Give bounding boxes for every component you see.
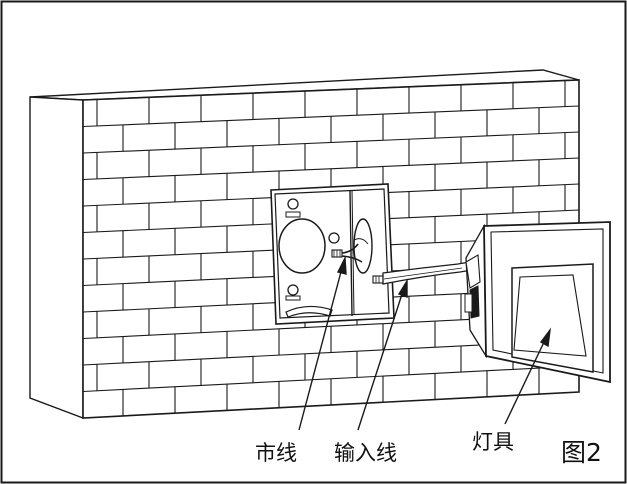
light-fixture: [464, 221, 611, 384]
figure-number: 图2: [561, 438, 602, 467]
wall-side-face: [29, 96, 84, 420]
knockout-hole: [278, 218, 326, 274]
screw-bottom: [287, 284, 299, 296]
leader-mains: [298, 267, 343, 431]
label-input-wire: 输入线: [334, 441, 397, 465]
label-fixture: 灯具: [472, 430, 514, 454]
label-mains-wire: 市线: [255, 441, 297, 465]
mains-wire-connector: [331, 243, 363, 263]
junction-box: [270, 183, 473, 325]
leader-input: [357, 290, 404, 431]
leader-fixture: [504, 339, 546, 425]
screw-middle: [328, 232, 340, 244]
screw-top: [287, 198, 299, 210]
leader-lines: [298, 255, 552, 431]
